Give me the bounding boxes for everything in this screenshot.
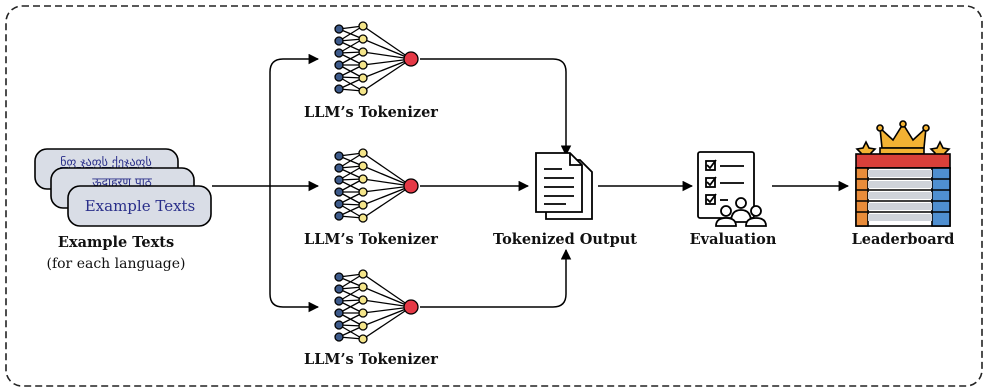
leaderboard-label: Leaderboard [852, 231, 955, 248]
tokenizer-label: LLM’s Tokenizer [304, 104, 438, 121]
tokenizer-top: LLM’s Tokenizer [304, 21, 438, 121]
document-icon [535, 152, 593, 220]
card-front-text: Example Texts [85, 197, 196, 215]
card-back-text: ნფ ჯაფს ქეჯაფს [60, 155, 151, 169]
evaluation-icon [697, 151, 767, 227]
evaluation-label: Evaluation [690, 231, 777, 248]
tokenizer-bottom: LLM’s Tokenizer [304, 269, 438, 368]
bottom-to-output [420, 248, 572, 308]
example-texts-label: Example Texts [58, 234, 174, 251]
branch-top [269, 53, 320, 186]
tokenizer-label: LLM’s Tokenizer [304, 231, 438, 248]
leaderboard-icon [855, 120, 951, 227]
neural-net-icon [334, 148, 419, 223]
tokenized-output-label: Tokenized Output [493, 231, 637, 248]
top-to-output [420, 58, 572, 157]
card-front [67, 185, 212, 227]
branch-bottom [269, 186, 320, 313]
tokenizer-label: LLM’s Tokenizer [304, 351, 438, 368]
example-texts-subtitle: (for each language) [46, 256, 185, 272]
neural-net-icon [334, 21, 419, 96]
tokenizer-middle: LLM’s Tokenizer [304, 148, 438, 248]
example-texts-stack: ნფ ჯაფს ქეჯაფს ऊदाहरण पाठ Example Texts [34, 148, 212, 227]
neural-net-icon [334, 269, 419, 344]
connectors [212, 53, 850, 313]
